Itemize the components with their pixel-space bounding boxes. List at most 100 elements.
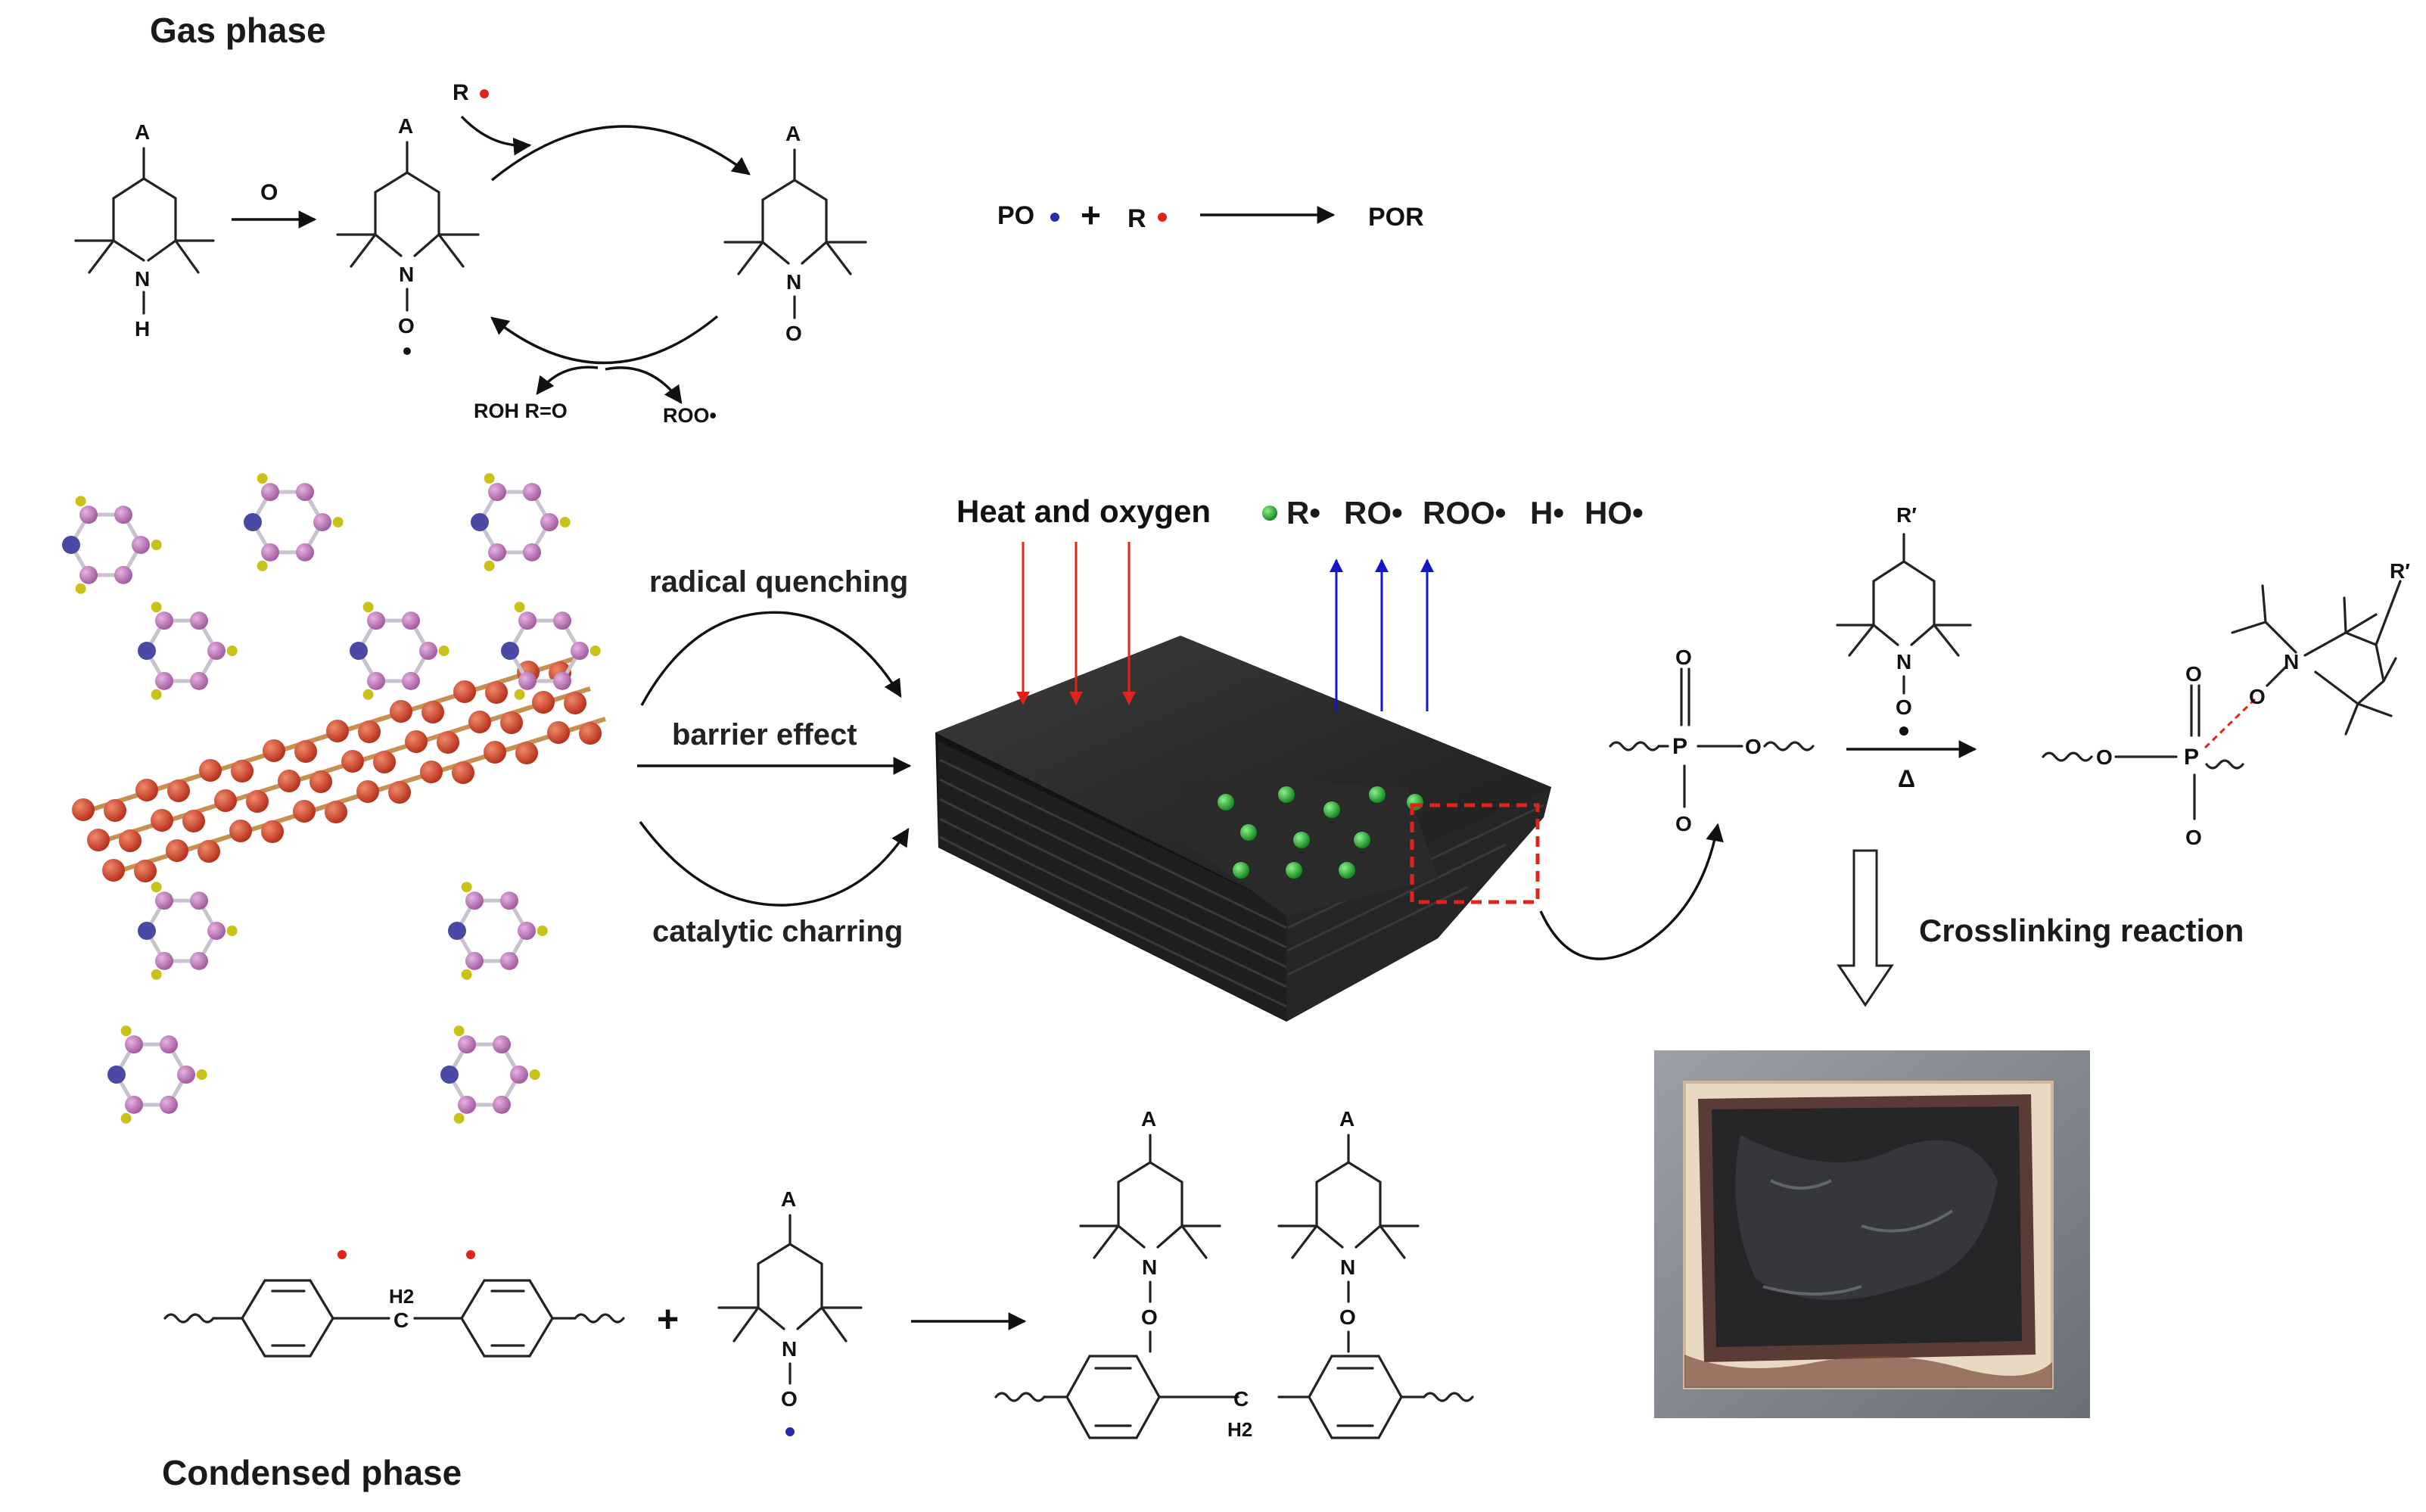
peroxy-label: ROO• [663, 404, 717, 427]
polymer-chain-wave [163, 1313, 215, 1324]
radical-species-5: HO• [1585, 495, 1644, 530]
graphene-atom [134, 860, 157, 882]
r-prime-label: R′ [2390, 559, 2410, 583]
graphene-atom [104, 799, 126, 822]
po-label: PO [997, 201, 1034, 230]
molecule-atom [518, 611, 537, 630]
molecule-atom [488, 483, 506, 502]
polymer-chain-wave [2205, 759, 2244, 770]
molecule-atom [540, 513, 558, 531]
hydrogen-atom [120, 1112, 132, 1124]
hydrogen-atom [438, 646, 449, 656]
oxygen-label: O [1141, 1305, 1158, 1329]
molecule-atom [493, 1035, 511, 1054]
pendant-molecules [62, 473, 601, 1124]
peroxy-in-arrow [605, 366, 683, 404]
molecule-atom [493, 1095, 511, 1114]
graphene-atom [198, 840, 220, 863]
trapped-radical [1240, 824, 1257, 841]
molecule-atom [132, 536, 150, 554]
crosslink-scheme: P O O O R′ N O Δ O P O O O N R′ [1609, 503, 2410, 1007]
phosphorus-label: P [2184, 745, 2199, 770]
graphene-atom [453, 680, 476, 703]
process-arrows: radical quenching barrier effect catalyt… [637, 565, 912, 948]
ch2-label: H2 [389, 1285, 414, 1308]
graphene-atom [231, 760, 253, 782]
hydrogen-atom [226, 646, 238, 656]
oxygen-label: O [781, 1387, 798, 1411]
molecule-atom [155, 891, 173, 910]
catalytic-charring-arrow [639, 820, 910, 907]
graphene-atom [166, 839, 188, 862]
oxygen-bottom-label: O [1675, 812, 1692, 835]
molecule-atom [107, 1066, 126, 1084]
graphene-atom [579, 722, 602, 745]
carbon-label: C [1233, 1387, 1249, 1411]
oxidant-label: O [260, 180, 278, 205]
molecule-atom [458, 1035, 476, 1054]
molecule-atom [500, 951, 518, 970]
char-layers [939, 758, 1544, 1008]
oxygen-label: O [398, 314, 415, 338]
release-arrows [1330, 558, 1434, 711]
graphene-atom [500, 711, 523, 734]
polymer-chain-wave [1609, 741, 1660, 751]
graphene-atom [309, 770, 332, 793]
nitrogen-label: N [135, 267, 150, 291]
heat-arrows [1016, 542, 1136, 705]
radical-quenching-arrow [640, 611, 902, 706]
graphene-atoms [72, 661, 602, 882]
molecule-atom [402, 611, 420, 630]
ch2-label: H2 [1227, 1418, 1252, 1441]
molecule-atom [160, 1035, 178, 1054]
molecule-atom [190, 951, 208, 970]
hydrogen-atom [362, 689, 374, 700]
graphene-atom [229, 820, 252, 842]
molecule-atom [553, 611, 571, 630]
graphene-atom [325, 801, 347, 823]
molecule-atom [313, 513, 331, 531]
benzene-ring-left [1065, 1355, 1161, 1439]
radical-species-3: ROO• [1423, 495, 1506, 530]
oxygen-top-label: O [2185, 662, 2202, 686]
hydrogen-atom [559, 517, 571, 527]
graphene-atom [199, 759, 222, 782]
molecule-atom [402, 671, 420, 690]
radical-red-dot [466, 1250, 475, 1259]
cycle-bottom-arrow [490, 315, 719, 365]
molecule-atom [465, 951, 484, 970]
molecule-atom [155, 611, 173, 630]
molecular-model [62, 473, 606, 1124]
po-radical-reaction: PO + R POR [997, 195, 1424, 235]
radical-species-4: H• [1530, 495, 1564, 530]
nitrogen-label: N [1142, 1255, 1157, 1279]
graphene-atom [484, 741, 506, 764]
molecule-atom [207, 642, 225, 660]
oxygen-top-label: O [1675, 646, 1692, 669]
trapped-radical [1293, 832, 1310, 848]
hydrogen-label: H [135, 317, 150, 341]
trapped-radical [1286, 862, 1302, 879]
graphene-atom [532, 691, 555, 714]
molecule-atom [448, 922, 466, 940]
graphene-atom [420, 761, 443, 783]
condensed-phase-scheme: H2 C + A N O A N O A N O [163, 1107, 1474, 1441]
hydrogen-atom [484, 473, 495, 484]
r-prime-label: R′ [1896, 503, 1917, 527]
molecule-atom [114, 565, 132, 584]
heat-oxygen-label: Heat and oxygen [956, 493, 1211, 529]
molecule-atom [62, 536, 80, 554]
graphene-atom [564, 692, 586, 714]
cycle-top-arrow [490, 125, 751, 182]
hydrogen-atom [151, 540, 162, 550]
carbon-label: C [393, 1308, 409, 1332]
graphene-atom [119, 829, 142, 852]
hindered-amine: A N H [74, 120, 215, 341]
trapped-radical [1339, 862, 1355, 879]
molecule-atom [367, 611, 385, 630]
graphene-atom [214, 789, 237, 812]
molecule-atom [190, 891, 208, 910]
oxygen-bottom-label: O [2185, 826, 2202, 849]
r-radical-dot [1158, 213, 1167, 222]
oxygen-label: O [785, 322, 802, 345]
